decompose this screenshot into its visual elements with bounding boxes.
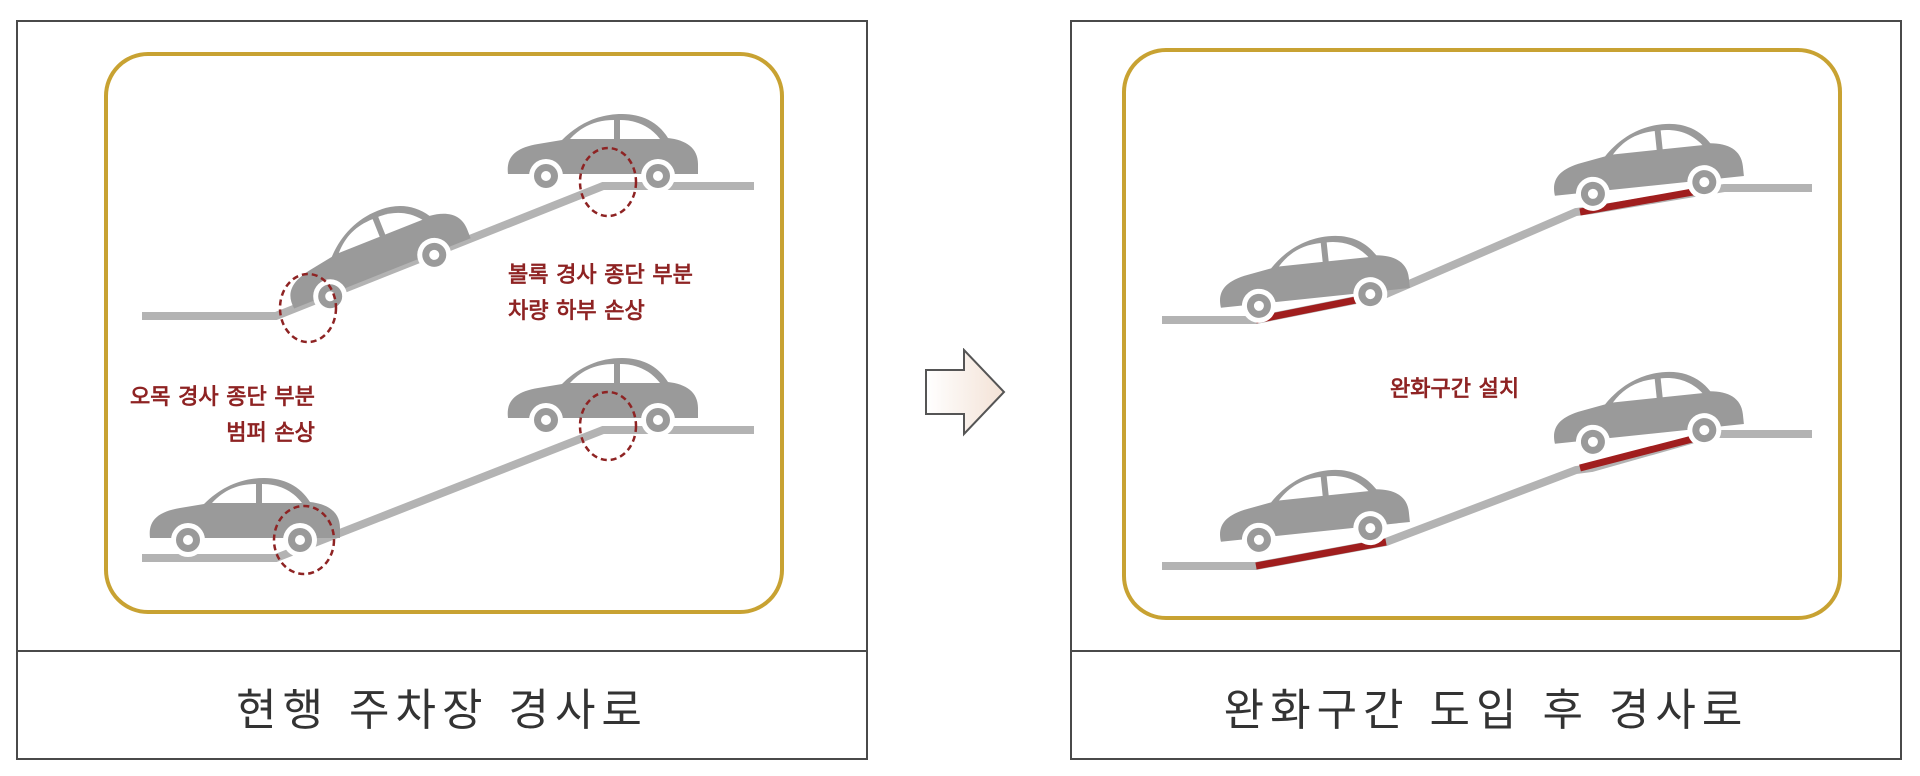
panel-divider: [1072, 650, 1900, 652]
lower-ramp-road: [142, 426, 754, 562]
improved-ramp-panel: 완화구간 설치 완화구간 도입 후 경사로: [1070, 20, 1902, 760]
improved-ramp-illustration: [1162, 116, 1812, 570]
damage-marker-convex-lower: [578, 390, 638, 462]
damage-marker-concave-lower: [272, 504, 336, 576]
current-ramp-caption: 현행 주차장 경사로: [236, 685, 648, 736]
transition-section-lower-top: [1579, 432, 1705, 472]
concave-damage-label-line2: 범퍼 손상: [226, 421, 315, 446]
car-icon: [507, 358, 698, 437]
car-icon: [149, 478, 340, 557]
damage-marker-concave-upper: [278, 272, 338, 344]
convex-damage-label-line1: 볼록 경사 종단 부분: [508, 263, 693, 288]
damage-marker-convex-upper: [578, 146, 638, 218]
convex-damage-label: 볼록 경사 종단 부분 차량 하부 손상: [508, 258, 693, 330]
panel-divider: [18, 650, 866, 652]
transition-section-lower-bottom: [1255, 538, 1387, 570]
improved-ramp-frame: [1122, 48, 1842, 620]
improved-ramp-caption: 완화구간 도입 후 경사로: [1223, 685, 1749, 736]
transition-section-label: 완화구간 설치: [1390, 377, 1520, 402]
current-ramp-frame: [104, 52, 784, 614]
current-ramp-panel: 볼록 경사 종단 부분 차량 하부 손상 오목 경사 종단 부분 범퍼 손상 현…: [16, 20, 868, 760]
car-icon: [507, 114, 698, 193]
right-arrow-icon: [925, 348, 1006, 437]
current-ramp-illustration: [142, 114, 754, 576]
convex-damage-label-line2: 차량 하부 손상: [508, 299, 645, 324]
car-icon: [271, 182, 478, 327]
concave-damage-label: 오목 경사 종단 부분 범퍼 손상: [130, 380, 315, 452]
concave-damage-label-line1: 오목 경사 종단 부분: [130, 385, 315, 410]
